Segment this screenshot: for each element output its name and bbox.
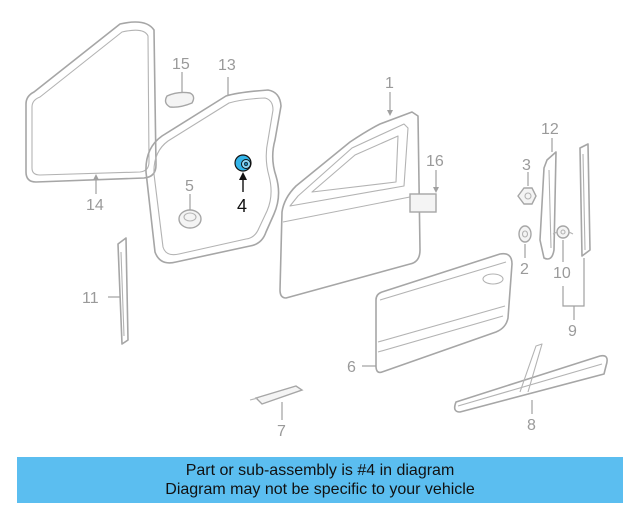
notice-line-2: Diagram may not be specific to your vehi… — [165, 481, 475, 498]
callout-15: 15 — [172, 56, 190, 73]
part-12-strip — [539, 151, 557, 260]
part-1-door-shell — [279, 111, 421, 299]
part-4-highlighted — [234, 154, 252, 172]
leader-lines — [93, 72, 585, 420]
leader-4-highlighted — [239, 172, 247, 192]
callout-4: 4 — [237, 196, 247, 216]
callout-1: 1 — [385, 75, 394, 92]
part-10-clip — [552, 225, 574, 239]
diagram-notice-banner: Part or sub-assembly is #4 in diagram Di… — [17, 457, 623, 503]
callout-7: 7 — [277, 423, 286, 440]
callout-5: 5 — [185, 178, 194, 195]
part-7-bracket — [249, 385, 304, 405]
callout-11: 11 — [82, 290, 99, 307]
part-2-washer — [518, 225, 532, 243]
part-16-label — [409, 193, 437, 213]
callout-3: 3 — [522, 157, 531, 174]
callout-10: 10 — [553, 265, 571, 282]
callout-2: 2 — [520, 261, 529, 278]
part-11-strip — [117, 237, 129, 345]
part-5-plug — [178, 209, 202, 229]
part-3-nut — [517, 187, 537, 205]
callout-13: 13 — [218, 57, 236, 74]
part-14-weatherstrip — [25, 21, 157, 183]
part-15-cap — [164, 91, 195, 108]
callout-16: 16 — [426, 153, 444, 170]
notice-line-1: Part or sub-assembly is #4 in diagram — [185, 462, 455, 479]
part-8-sill-moulding — [453, 343, 608, 413]
callout-9: 9 — [568, 323, 577, 340]
part-13-door-weatherstrip — [145, 89, 282, 264]
parts-diagram: 15 13 14 5 4 1 16 3 2 12 10 9 11 6 7 8 — [25, 21, 608, 440]
callout-12: 12 — [541, 121, 559, 138]
callout-8: 8 — [527, 417, 536, 434]
part-6-outer-panel — [375, 252, 513, 374]
part-9-trim — [579, 143, 591, 257]
callout-14: 14 — [86, 197, 104, 214]
callout-6: 6 — [347, 359, 356, 376]
